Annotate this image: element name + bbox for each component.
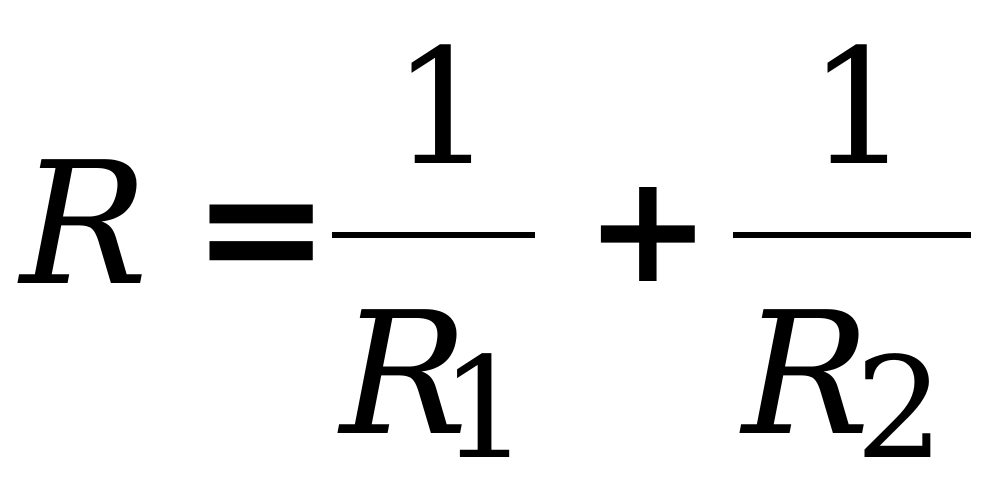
fraction-2-numerator: 1 <box>808 14 910 201</box>
equals-sign: = <box>192 131 331 323</box>
fraction-1-bar <box>332 232 535 238</box>
fraction-1-denominator-subscript: 1 <box>440 328 530 491</box>
fraction-2-bar <box>733 232 971 238</box>
fraction-1-numerator: 1 <box>392 14 494 201</box>
fraction-1-denominator-variable: R <box>340 276 468 474</box>
fraction-2-denominator-variable: R <box>742 276 870 474</box>
plus-sign: + <box>585 143 711 317</box>
lhs-variable: R <box>20 126 148 324</box>
fraction-2-denominator-subscript: 2 <box>855 328 945 491</box>
